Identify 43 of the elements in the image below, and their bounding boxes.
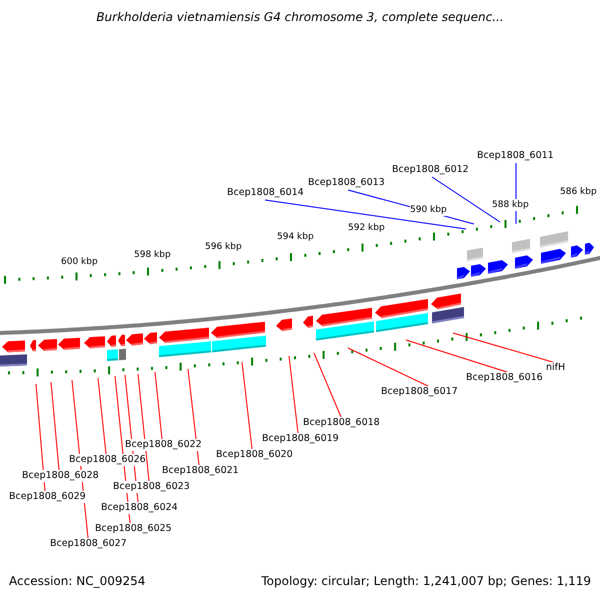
scale-label: 586 kbp — [560, 186, 597, 198]
gene-label: Bcep1808_6013 — [308, 177, 385, 189]
scale-label: 598 kbp — [134, 249, 171, 261]
gene-label: Bcep1808_6021 — [162, 465, 239, 477]
gene-label: Bcep1808_6027 — [50, 538, 127, 550]
leader-line — [314, 352, 342, 418]
gene-label: Bcep1808_6012 — [392, 164, 469, 176]
gene-label: Bcep1808_6026 — [69, 454, 146, 466]
leader-line — [288, 356, 298, 434]
leader-line — [98, 378, 106, 454]
scale-label: 594 kbp — [277, 231, 314, 243]
gene-label: Bcep1808_6022 — [125, 439, 202, 451]
gene-label: Bcep1808_6028 — [22, 470, 99, 482]
leader-line — [348, 348, 430, 388]
map-title: Burkholderia vietnamiensis G4 chromosome 3, complete sequenc... — [95, 11, 505, 23]
leader-line — [50, 382, 60, 470]
leader-line — [264, 200, 466, 230]
gene-label: Bcep1808_6029 — [9, 491, 86, 503]
leader-line — [154, 372, 162, 440]
scale-label: 590 kbp — [410, 204, 447, 216]
gene-label: Bcep1808_6018 — [303, 417, 380, 429]
scale-label: 596 kbp — [205, 241, 242, 253]
gene-label: Bcep1808_6017 — [381, 386, 458, 398]
gene-label: Bcep1808_6024 — [101, 502, 178, 514]
leader-line — [452, 332, 556, 364]
leader-line — [432, 176, 500, 222]
leader-line — [406, 340, 510, 374]
scale-label: 600 kbp — [61, 256, 98, 268]
gene-label: Bcep1808_6011 — [477, 150, 554, 162]
leader-line — [36, 384, 46, 492]
leader-line — [138, 374, 150, 482]
gene-label: Bcep1808_6025 — [95, 523, 172, 535]
gene-label: Bcep1808_6023 — [113, 481, 190, 493]
leader-line — [242, 362, 252, 450]
summary-text: Topology: circular; Length: 1,241,007 bp; Genes: 1,119 — [261, 575, 591, 587]
gene-label: Bcep1808_6014 — [227, 187, 304, 199]
gene-label: Bcep1808_6020 — [216, 449, 293, 461]
gene-label: Bcep1808_6016 — [466, 372, 543, 384]
accession-text: Accession: NC_009254 — [9, 575, 146, 587]
scale-label: 592 kbp — [348, 222, 385, 234]
scale-label: 588 kbp — [492, 199, 529, 211]
leader-line — [188, 368, 200, 466]
gene-label: Bcep1808_6019 — [262, 433, 339, 445]
